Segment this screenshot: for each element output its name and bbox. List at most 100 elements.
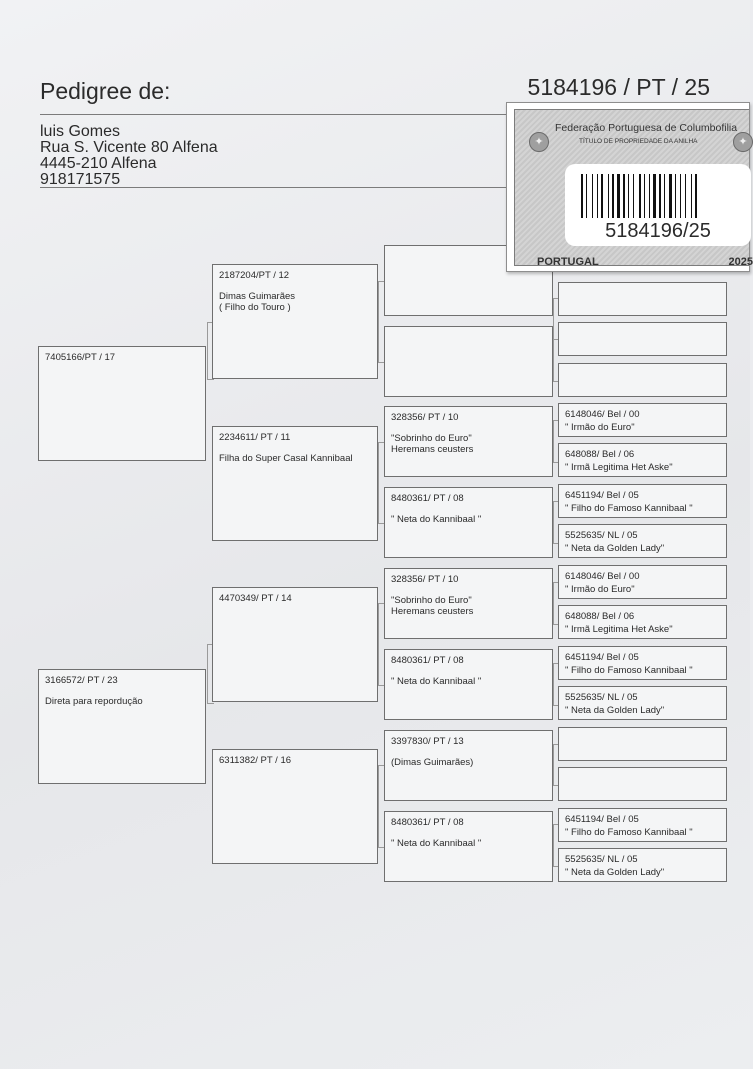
bird-note: " Neta do Kannibaal " [391,675,482,687]
pedigree-box-g4-10: 648088/ Bel / 06 " Irmã Legitima Het Ask… [558,605,727,639]
connector [378,765,386,848]
ring-number: 6311382/ PT / 16 [219,755,292,766]
connector [553,663,559,706]
sticker-subtitle: TÍTULO DE PROPRIEDADE DA ANILHA [579,138,698,145]
ring-number: 5525635/ NL / 05 [565,530,638,541]
ring-number: 328356/ PT / 10 [391,412,459,423]
owner-name: luis Gomes [40,123,121,140]
pedigree-box-dds: 3397830/ PT / 13 (Dimas Guimarães) [384,730,553,801]
barcode-card: 5184196/25 [565,164,751,246]
pedigree-box-g4-9: 6148046/ Bel / 00 " Irmão do Euro" [558,565,727,599]
sticker-country: PORTUGAL [537,256,599,268]
owner-phone: 918171575 [40,171,121,188]
federation-seal-icon: ✦ [733,132,753,152]
ring-number: 6451194/ Bel / 05 [565,490,639,501]
connector [553,501,559,544]
pedigree-box-dam-sire: 4470349/ PT / 14 [212,587,378,702]
pedigree-box-g4-11: 6451194/ Bel / 05 " Filho do Famoso Kann… [558,646,727,680]
owner-block: luis Gomes Rua S. Vicente 80 Alfena 4445… [40,124,218,188]
sticker-frame: ✦ Federação Portuguesa de Columbofilia T… [514,109,753,268]
pedigree-box-ddd: 8480361/ PT / 08 " Neta do Kannibaal " [384,811,553,882]
barcode-icon [581,174,697,218]
bird-note: Dimas Guimarães [219,290,296,302]
bird-note: Heremans ceusters [391,606,474,617]
pedigree-box-sire: 7405166/PT / 17 [38,346,206,461]
pedigree-box-dsd: 8480361/ PT / 08 " Neta do Kannibaal " [384,649,553,720]
federation-emblem-icon: ✦ [529,132,549,152]
pedigree-box-ssd [384,326,553,397]
ring-number: 2234611/ PT / 11 [219,432,291,443]
connector [553,824,559,867]
ring-number: 3166572/ PT / 23 [45,675,118,686]
bird-note: " Filho do Famoso Kannibaal " [565,502,693,514]
ring-number: 6148046/ Bel / 00 [565,571,640,582]
bird-note: " Irmão do Euro" [565,421,635,433]
owner-divider [40,187,710,188]
ring-number: 328356/ PT / 10 [391,574,459,585]
ring-number: 648088/ Bel / 06 [565,449,635,460]
ring-number: 648088/ Bel / 06 [565,611,635,622]
ring-number: 8480361/ PT / 08 [391,493,464,504]
pedigree-box-g4-15: 6451194/ Bel / 05 " Filho do Famoso Kann… [558,808,727,842]
connector [553,339,559,382]
pedigree-box-g4-8: 5525635/ NL / 05 " Neta da Golden Lady" [558,524,727,558]
pedigree-box-g4-12: 5525635/ NL / 05 " Neta da Golden Lady" [558,686,727,720]
connector [207,644,214,704]
pedigree-box-g4-14 [558,767,727,801]
pigeon-ring-number: 5184196 / PT / 25 [527,74,710,100]
pedigree-box-g4-7: 6451194/ Bel / 05 " Filho do Famoso Kann… [558,484,727,518]
bird-note: Direta para repordução [45,695,143,707]
pedigree-box-sire-dam: 2234611/ PT / 11 Filha do Super Casal Ka… [212,426,378,541]
bird-note: " Irmã Legitima Het Aske" [565,623,673,635]
connector [378,281,386,363]
bird-note: " Neta do Kannibaal " [391,513,482,525]
bird-note: " Filho do Famoso Kannibaal " [565,826,693,838]
connector [378,603,386,686]
bird-note: ( Filho do Touro ) [219,302,291,313]
pedigree-box-g4-3 [558,363,727,397]
sticker-year: 2025 [728,256,753,268]
pedigree-box-g4-6: 648088/ Bel / 06 " Irmã Legitima Het Ask… [558,443,727,477]
pedigree-box-sdd: 8480361/ PT / 08 " Neta do Kannibaal " [384,487,553,558]
bird-note: Filha do Super Casal Kannibaal [219,452,353,464]
ring-number: 5525635/ NL / 05 [565,692,638,703]
ring-number: 6148046/ Bel / 00 [565,409,640,420]
connector [553,420,559,463]
bird-note: " Filho do Famoso Kannibaal " [565,664,693,676]
connector [378,442,386,524]
owner-postal: 4445-210 Alfena [40,155,157,172]
federation-name: Federação Portuguesa de Columbofilia [555,122,738,134]
bird-note: " Irmã Legitima Het Aske" [565,461,673,473]
pedigree-box-g4-13 [558,727,727,761]
ring-number: 5525635/ NL / 05 [565,854,638,865]
ring-number: 2187204/PT / 12 [219,270,290,281]
bird-note: Heremans ceusters [391,444,474,455]
pedigree-box-g4-5: 6148046/ Bel / 00 " Irmão do Euro" [558,403,727,437]
ring-number: 3397830/ PT / 13 [391,736,464,747]
bird-note: " Irmão do Euro" [565,583,635,595]
pedigree-box-g4-1 [558,282,727,316]
ring-number: 8480361/ PT / 08 [391,655,464,666]
bird-note: (Dimas Guimarães) [391,756,474,768]
ring-number: 4470349/ PT / 14 [219,593,292,604]
connector [553,582,559,625]
bird-note: "Sobrinho do Euro" [391,432,472,444]
pedigree-box-sire-sire: 2187204/PT / 12 Dimas Guimarães ( Filho … [212,264,378,379]
pedigree-box-g4-16: 5525635/ NL / 05 " Neta da Golden Lady" [558,848,727,882]
page-title: Pedigree de: [40,78,171,104]
ring-ownership-sticker: ✦ Federação Portuguesa de Columbofilia T… [506,102,753,272]
ring-number: 6451194/ Bel / 05 [565,814,639,825]
sticker-ring-number: 5184196/25 [605,220,711,242]
bird-note: " Neta do Kannibaal " [391,837,482,849]
bird-note: "Sobrinho do Euro" [391,594,472,606]
bird-note: " Neta da Golden Lady" [565,866,665,878]
pedigree-box-sds: 328356/ PT / 10 "Sobrinho do Euro" Herem… [384,406,553,477]
bird-note: " Neta da Golden Lady" [565,542,665,554]
connector [207,322,214,380]
pedigree-box-dss: 328356/ PT / 10 "Sobrinho do Euro" Herem… [384,568,553,639]
ring-number: 8480361/ PT / 08 [391,817,464,828]
ring-number: 6451194/ Bel / 05 [565,652,639,663]
owner-street: Rua S. Vicente 80 Alfena [40,139,218,156]
ring-number: 7405166/PT / 17 [45,352,116,363]
pedigree-box-dam: 3166572/ PT / 23 Direta para repordução [38,669,206,784]
